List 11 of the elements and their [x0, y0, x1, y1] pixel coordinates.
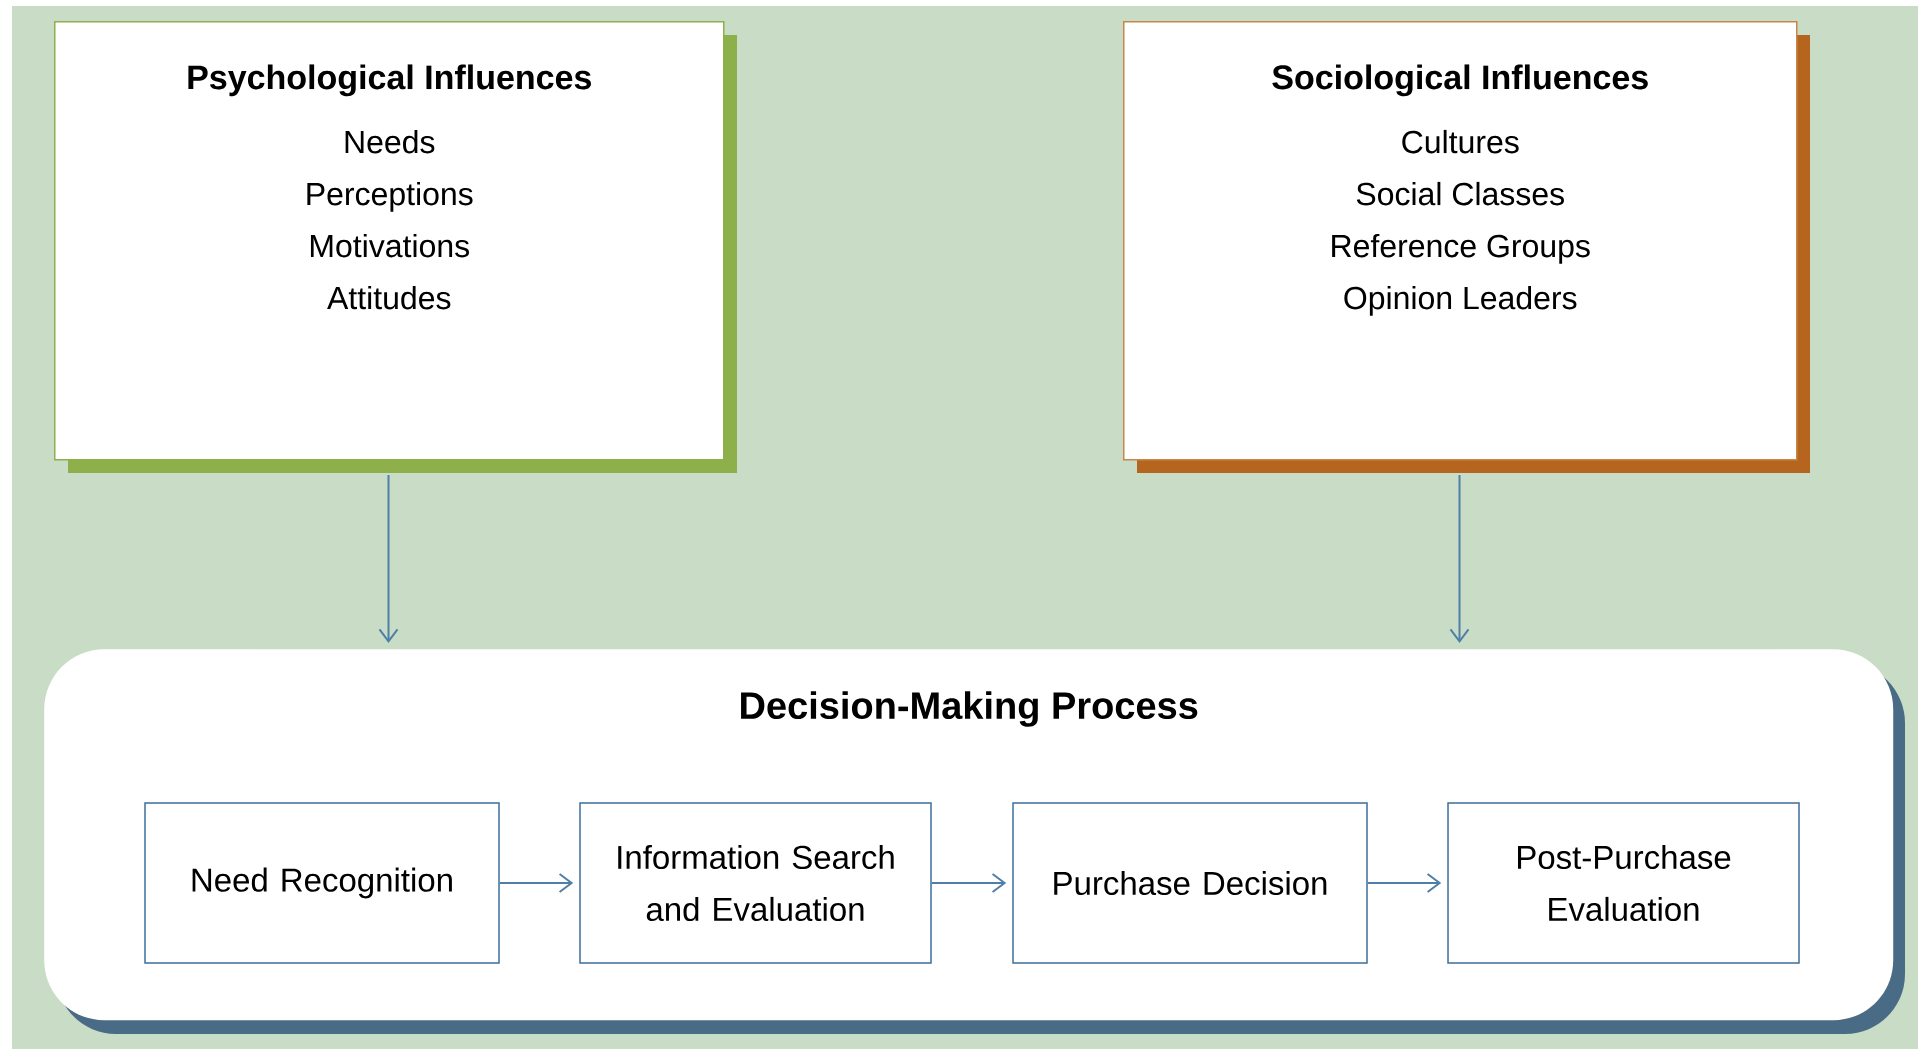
- step-box: Information Search and Evaluation: [579, 802, 932, 964]
- step-box: Post-Purchase Evaluation: [1447, 802, 1800, 964]
- influence-box: Sociological Influences Cultures Social Classes Reference Groups Opinion Leaders: [1123, 21, 1810, 473]
- arrow: [378, 474, 399, 643]
- arrow: [498, 873, 574, 893]
- arrow: [1366, 873, 1442, 893]
- influence-box: Psychological Influences Needs Perceptions Motivations Attitudes: [54, 21, 737, 473]
- arrow: [930, 873, 1007, 893]
- arrow: [1449, 474, 1470, 643]
- step-box: Purchase Decision: [1012, 802, 1368, 964]
- step-box: Need Recognition: [144, 802, 500, 964]
